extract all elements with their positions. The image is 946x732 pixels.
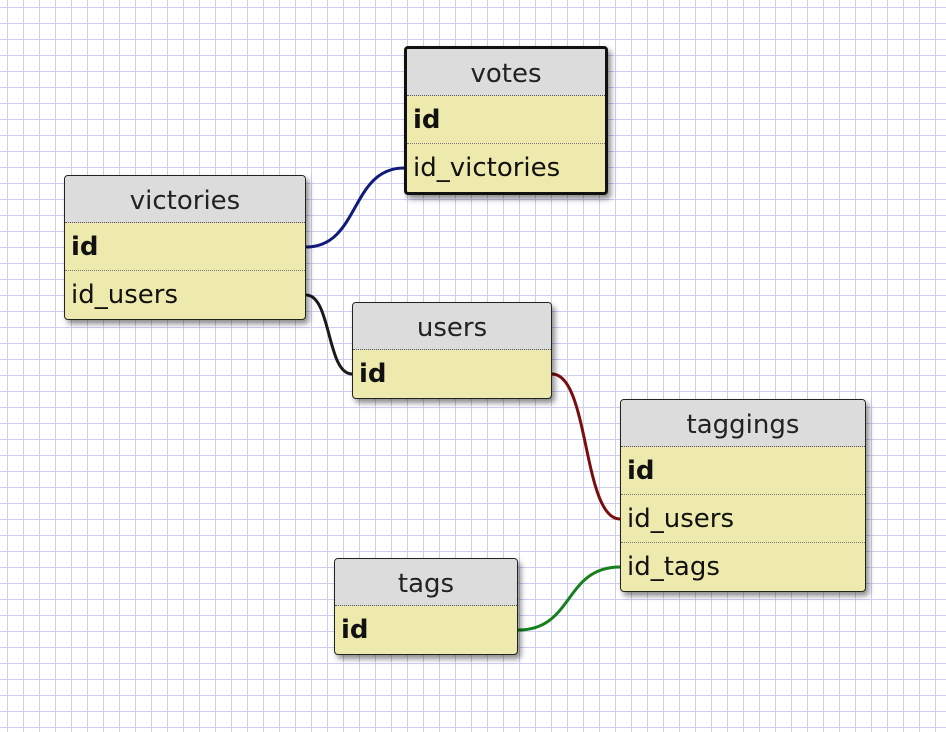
table-tags[interactable]: tags id	[334, 558, 518, 655]
table-header-votes[interactable]: votes	[407, 49, 605, 96]
table-header-victories[interactable]: victories	[65, 176, 305, 223]
field-users-id[interactable]: id	[359, 359, 387, 389]
field-taggings-id-users[interactable]: id_users	[621, 495, 865, 543]
relation-victories-votes	[304, 166, 406, 249]
table-header-tags[interactable]: tags	[335, 559, 517, 606]
table-header-taggings[interactable]: taggings	[621, 400, 865, 447]
table-header-users[interactable]: users	[353, 303, 551, 350]
field-victories-id-users[interactable]: id_users	[71, 280, 178, 310]
field-votes-id[interactable]: id	[407, 96, 605, 144]
field-tags-id[interactable]: id	[341, 615, 369, 645]
table-users[interactable]: users id	[352, 302, 552, 399]
field-victories-id[interactable]: id	[65, 223, 305, 271]
relation-victories-users	[304, 293, 354, 376]
relation-tags-taggings	[516, 565, 622, 632]
field-votes-id-victories[interactable]: id_victories	[413, 153, 561, 183]
relation-users-taggings	[550, 372, 622, 521]
field-taggings-id-tags[interactable]: id_tags	[627, 552, 720, 582]
field-taggings-id[interactable]: id	[621, 447, 865, 495]
